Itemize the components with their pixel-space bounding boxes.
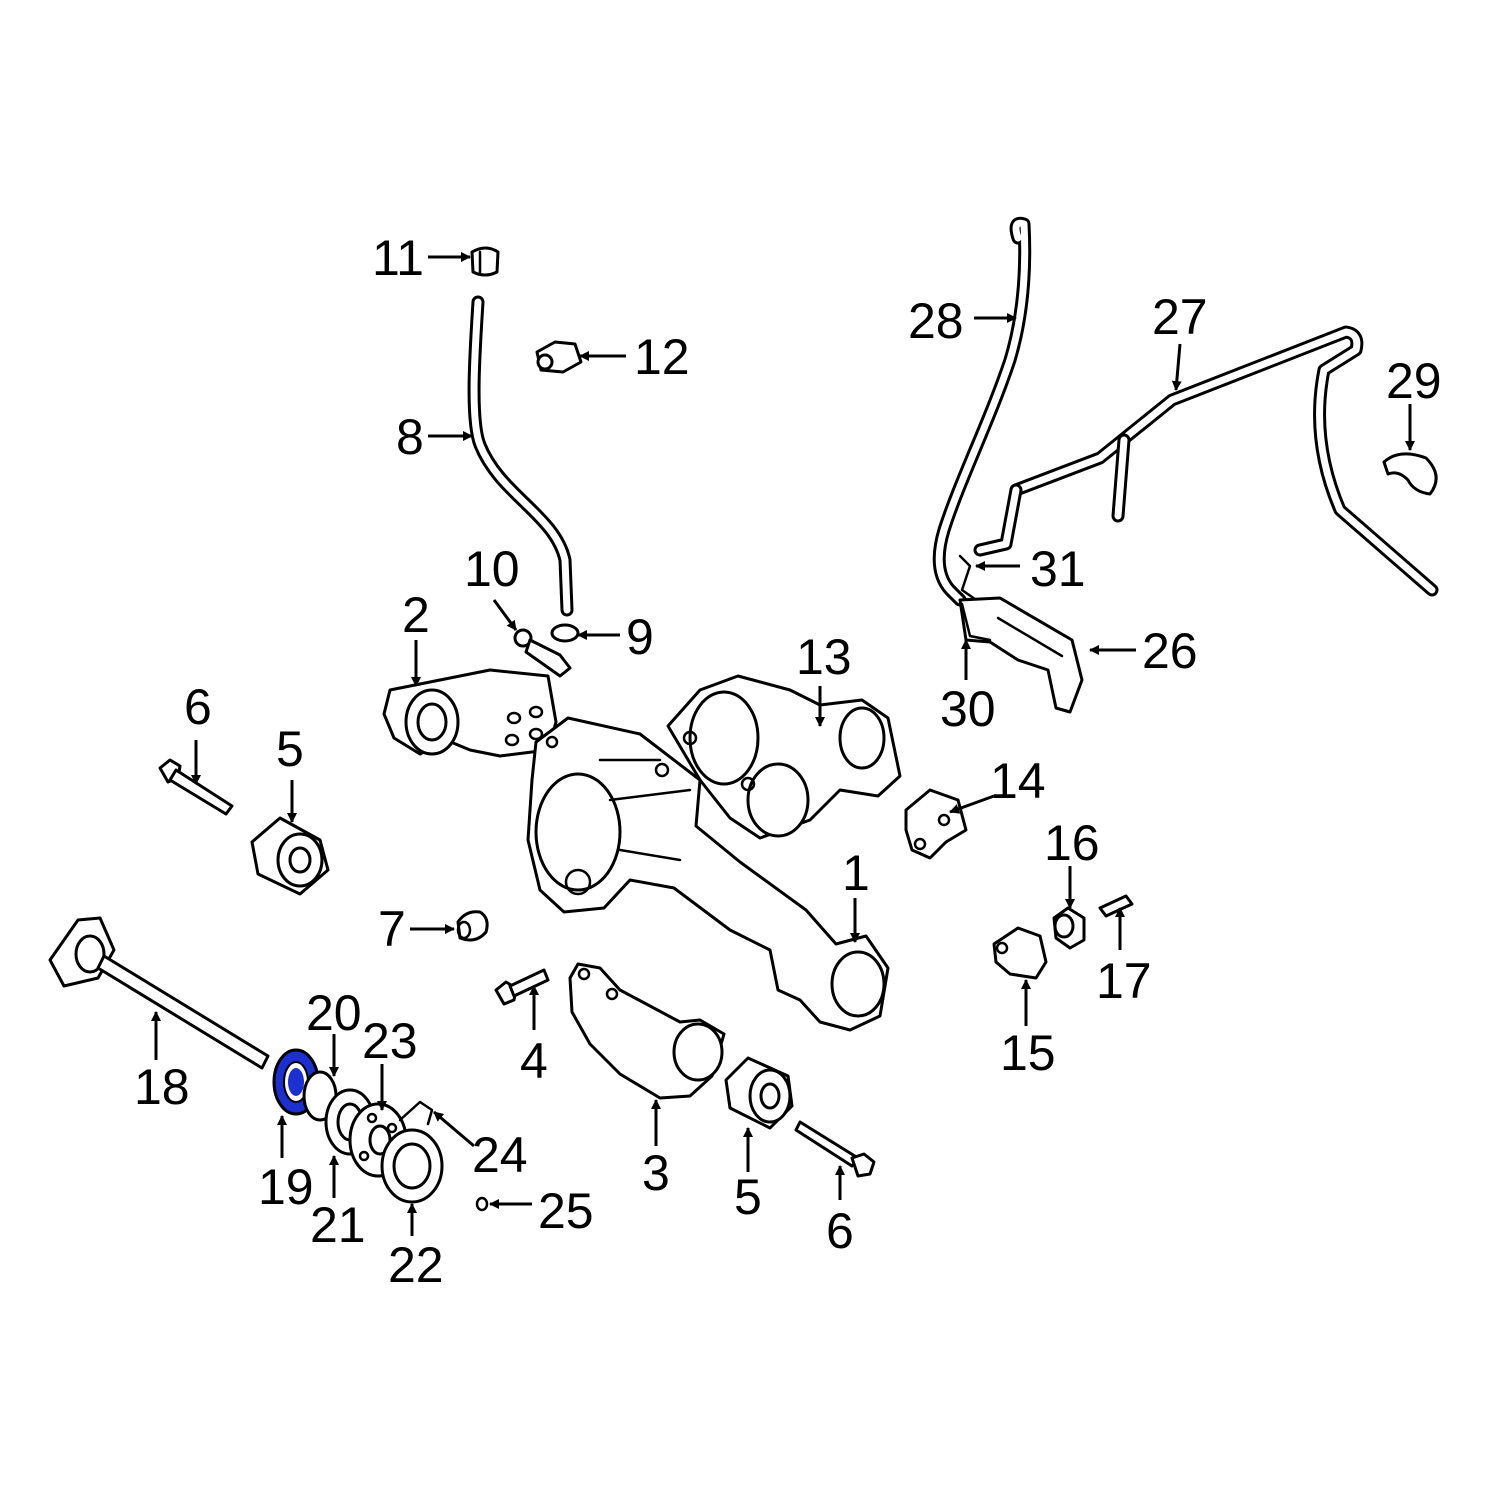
part-5-bushing[interactable] <box>724 1056 794 1130</box>
part-8-vent-hose[interactable] <box>467 295 574 617</box>
callout-27: 27 <box>1152 289 1208 345</box>
callout-29: 29 <box>1386 353 1442 409</box>
part-22-backing-plate[interactable] <box>380 1128 444 1204</box>
part-12-connector[interactable] <box>535 340 583 374</box>
callout-9: 9 <box>626 609 654 665</box>
callout-13: 13 <box>796 629 852 685</box>
part-30-bracket[interactable] <box>960 602 992 642</box>
part-18-axle-shaft[interactable] <box>48 916 270 1070</box>
callout-6: 6 <box>826 1203 854 1259</box>
callout-7: 7 <box>378 901 406 957</box>
callout-26: 26 <box>1142 623 1198 679</box>
callout-2: 2 <box>402 587 430 643</box>
callout-25: 25 <box>538 1183 594 1239</box>
part-15-bracket[interactable] <box>992 926 1048 980</box>
callout-10: 10 <box>464 541 520 597</box>
callout-11: 11 <box>372 230 424 286</box>
part-24-bracket[interactable] <box>398 1100 434 1126</box>
callout-3: 3 <box>642 1145 670 1201</box>
callout-19: 19 <box>258 1159 314 1215</box>
callout-17: 17 <box>1096 953 1152 1009</box>
part-3-crossmember[interactable] <box>568 962 726 1100</box>
callout-28: 28 <box>908 293 964 349</box>
part-11-cap[interactable] <box>470 246 500 277</box>
callout-30: 30 <box>940 681 996 737</box>
part-2-mount-bracket[interactable] <box>382 668 558 758</box>
part-28-vent-line[interactable] <box>932 216 1032 607</box>
callout-4: 4 <box>520 1033 548 1089</box>
callout-18: 18 <box>134 1059 190 1115</box>
part-6-bolt[interactable] <box>158 758 234 816</box>
callout-5: 5 <box>734 1169 762 1225</box>
callout-5: 5 <box>276 721 304 777</box>
part-31-clip[interactable] <box>958 554 984 606</box>
part-26-shield[interactable] <box>958 596 1084 714</box>
leader-arrows <box>151 252 1415 1236</box>
part-25-clip[interactable] <box>475 1196 489 1212</box>
callout-16: 16 <box>1044 815 1100 871</box>
part-10-fitting[interactable] <box>513 628 572 678</box>
callout-21: 21 <box>310 1197 366 1253</box>
callout-14: 14 <box>990 753 1046 809</box>
callout-23: 23 <box>362 1013 418 1069</box>
part-9-clamp[interactable] <box>550 623 580 643</box>
part-16-bushing[interactable] <box>1052 906 1086 950</box>
callout-labels: 11 12 8 10 9 2 13 6 5 14 1 7 16 17 15 4 … <box>134 230 1442 1293</box>
callout-8: 8 <box>396 409 424 465</box>
callout-12: 12 <box>634 329 690 385</box>
callout-6: 6 <box>184 679 212 735</box>
part-5-bushing[interactable] <box>250 816 330 896</box>
part-7-plug[interactable] <box>456 910 489 942</box>
part-4-bolt[interactable] <box>494 968 550 1006</box>
callout-22: 22 <box>388 1237 444 1293</box>
callout-1: 1 <box>842 845 870 901</box>
part-14-bracket[interactable] <box>904 788 968 860</box>
part-27-vent-line[interactable] <box>973 325 1439 597</box>
part-13-differential-carrier[interactable] <box>666 674 902 840</box>
callout-31: 31 <box>1030 541 1086 597</box>
callout-15: 15 <box>1000 1025 1056 1081</box>
callout-24: 24 <box>472 1127 528 1183</box>
callout-20: 20 <box>306 985 362 1041</box>
part-6-bolt[interactable] <box>794 1120 876 1178</box>
part-29-clip[interactable] <box>1382 452 1438 496</box>
part-1-axle-housing[interactable] <box>526 716 890 1032</box>
part-17-stud[interactable] <box>1098 894 1134 918</box>
